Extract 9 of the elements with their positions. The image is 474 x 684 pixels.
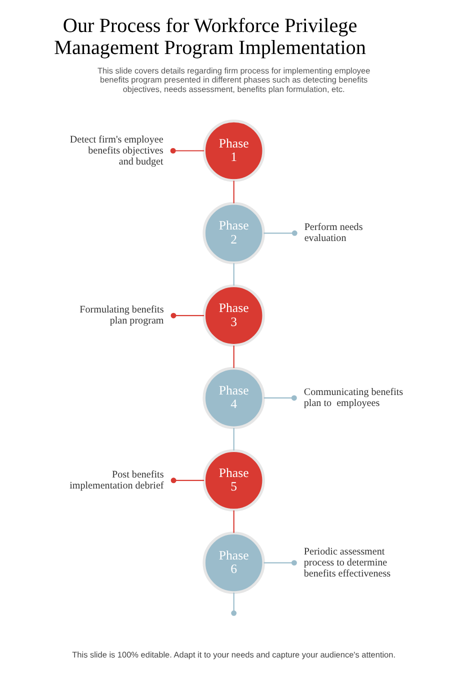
node-text: Periodic assessment process to determine benefits effectiveness [303,546,390,580]
label: This slide is 100% editable. Adapt it to your needs and capture your audience's attention. [72,650,396,660]
label: This slide covers details regarding firm process for implementing employee benefits program presented in different phases such as detecting benefits objectives, needs assessment, benefits plan formulation, etc. [96,66,370,94]
node-text: Post benefits implementation debrief [69,469,164,492]
node-text: Formulating benefits plan program [79,304,164,327]
node-text: Perform needs evaluation [304,222,362,244]
diagram-title: Our Process for Workforce Privilege Management Program Implementation [54,14,366,59]
node-text: Communicating benefits plan to employees [303,387,403,410]
node-text: Detect firm's employee benefits objectives and budget [69,134,163,168]
